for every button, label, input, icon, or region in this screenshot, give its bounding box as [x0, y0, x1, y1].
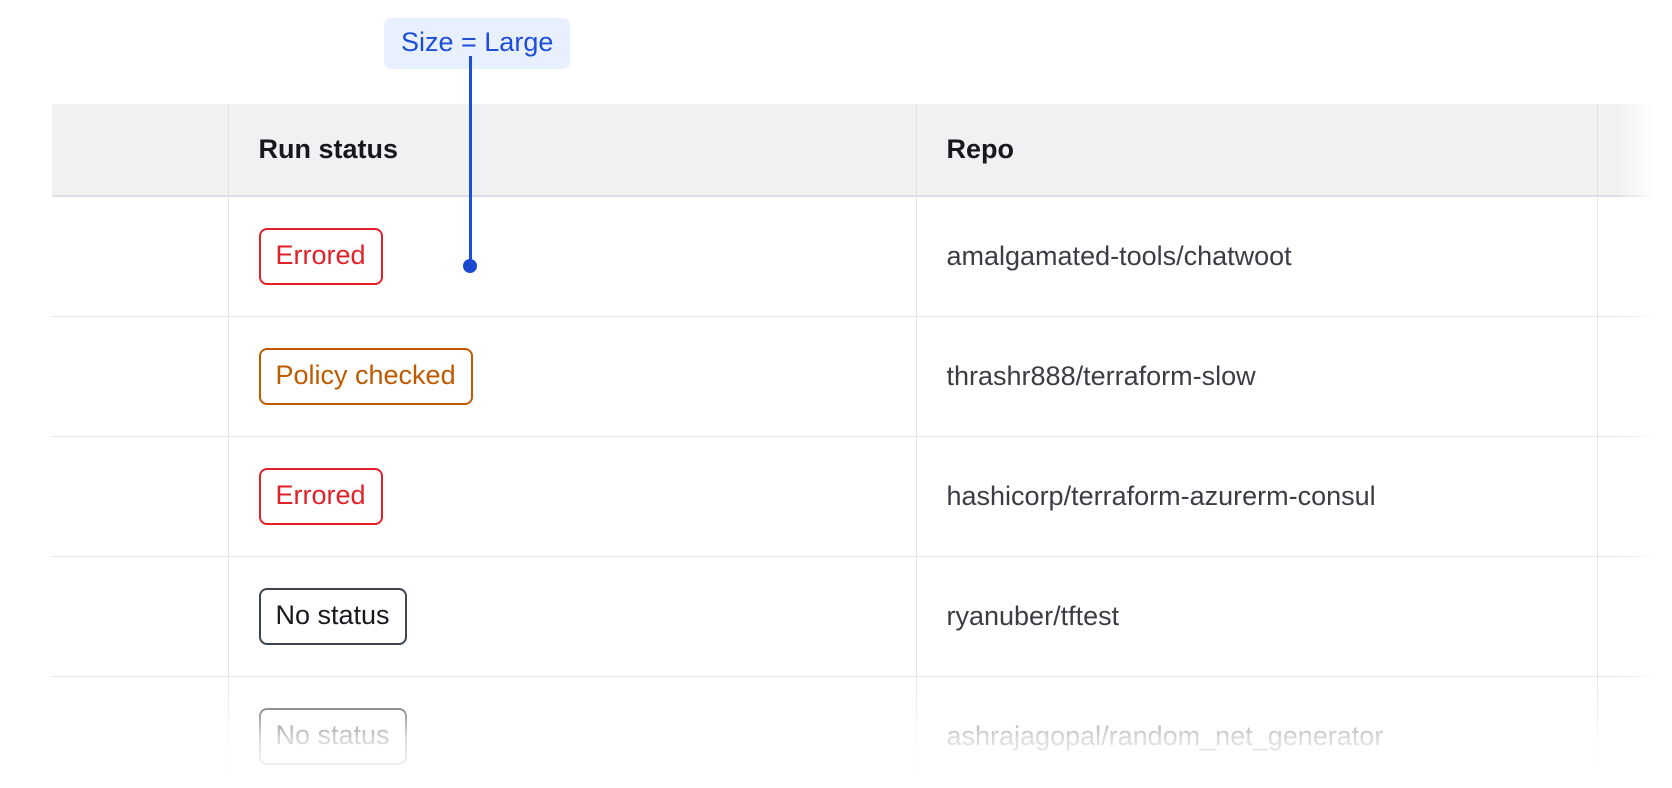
run-status-cell: No status [228, 556, 917, 677]
status-badge-label: No status [275, 719, 390, 750]
status-badge[interactable]: Errored [258, 227, 383, 285]
row-tail-cell [1597, 436, 1672, 557]
table-row[interactable]: Errored hashicorp/terraform-azurerm-consu… [52, 436, 1672, 557]
repo-cell[interactable]: ashrajagopal/random_net_generator [916, 676, 1598, 788]
column-header-repo[interactable]: Repo [916, 104, 1598, 197]
row-select-cell[interactable] [52, 436, 229, 557]
column-header-select[interactable] [52, 104, 229, 197]
table-row[interactable]: No status ashrajagopal/random_net_generat… [52, 676, 1672, 788]
status-badge[interactable]: No status [258, 707, 407, 765]
row-select-cell[interactable] [52, 316, 229, 437]
repo-cell[interactable]: ryanuber/tftest [916, 556, 1598, 677]
row-select-cell[interactable] [52, 556, 229, 677]
row-tail-cell [1597, 316, 1672, 437]
table-row[interactable]: Policy checked thrashr888/terraform-slow [52, 316, 1672, 437]
table-row[interactable]: Errored amalgamated-tools/chatwoot [52, 196, 1672, 317]
row-select-cell[interactable] [52, 676, 229, 788]
row-tail-cell [1597, 676, 1672, 788]
row-tail-cell [1597, 196, 1672, 317]
run-status-cell: No status [228, 676, 917, 788]
run-status-cell: Errored [228, 436, 917, 557]
status-badge[interactable]: No status [258, 587, 407, 645]
run-status-cell: Errored [228, 196, 917, 317]
status-badge[interactable]: Errored [258, 467, 383, 525]
status-badge-label: Errored [275, 479, 366, 510]
row-select-cell[interactable] [52, 196, 229, 317]
repo-cell[interactable]: amalgamated-tools/chatwoot [916, 196, 1598, 317]
column-header-run-status[interactable]: Run status [228, 104, 917, 197]
run-status-cell: Policy checked [228, 316, 917, 437]
size-annotation-badge[interactable]: Size = Large [384, 18, 571, 69]
column-header-tail[interactable] [1597, 104, 1672, 197]
status-badge-label: No status [275, 599, 390, 630]
table-header-row: Run status Repo [52, 104, 1672, 197]
status-badge-label: Policy checked [275, 359, 456, 390]
repo-cell[interactable]: hashicorp/terraform-azurerm-consul [916, 436, 1598, 557]
runs-table-container: Run status Repo Errored amalgamated-tools… [0, 104, 1672, 788]
repo-cell[interactable]: thrashr888/terraform-slow [916, 316, 1598, 437]
table-row[interactable]: No status ryanuber/tftest [52, 556, 1672, 677]
table-header: Run status Repo [52, 104, 1672, 197]
status-badge[interactable]: Policy checked [258, 347, 473, 405]
row-tail-cell [1597, 556, 1672, 677]
runs-table: Run status Repo Errored amalgamated-tools… [52, 104, 1672, 788]
status-badge-label: Errored [275, 239, 366, 270]
